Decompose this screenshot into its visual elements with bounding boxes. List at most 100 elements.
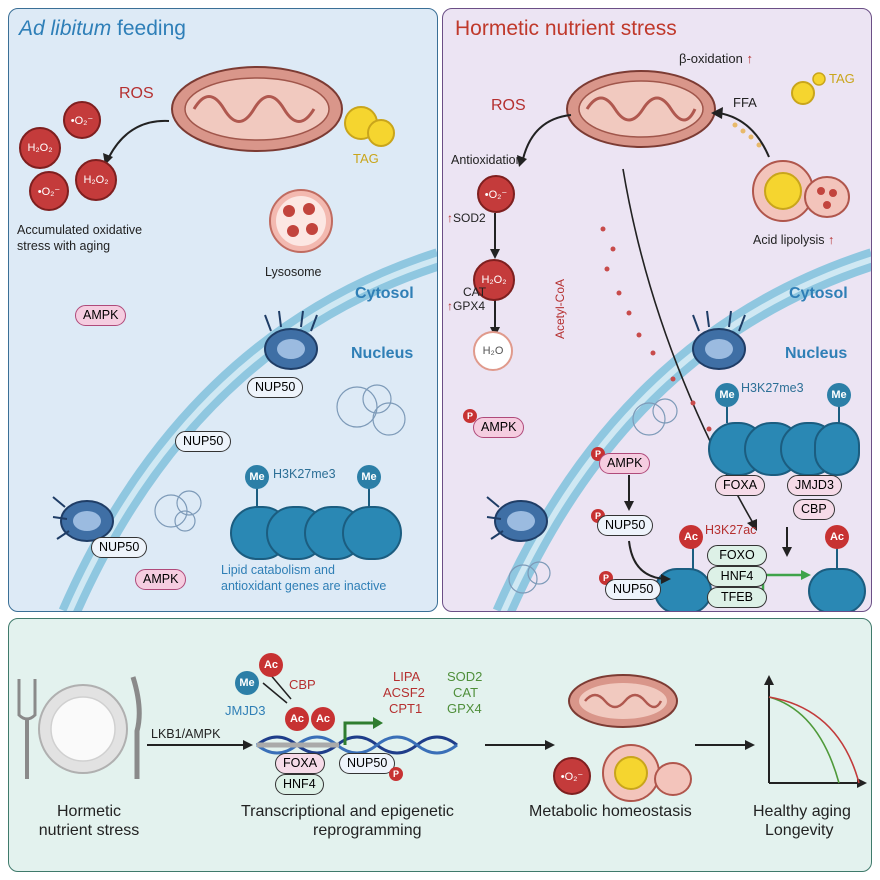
reprogramming-line1: Transcriptional and epigenetic [241,803,454,820]
acid-lipolysis-text: Acid lipolysis [753,233,825,247]
hnf4-pill: HNF4 [707,566,767,587]
lkb1-ampk-label: LKB1/AMPK [151,727,221,741]
inactive-genes-line2: antioxidant genes are inactive [221,579,387,593]
title-italic: Ad libitum [19,17,112,40]
cbp-pill: CBP [793,499,835,520]
oxidative-stress-line1: Accumulated oxidative [17,223,143,237]
jmjd3-pill: JMJD3 [787,475,842,496]
ros-label: ROS [119,85,154,102]
hormetic-nutrient-stress-line1: Hormetic [56,803,121,820]
cytosol-label: Cytosol [789,285,848,302]
gene-cat: CAT [453,685,479,700]
ampk-pill: AMPK [135,569,187,590]
nuclear-pore-top [692,310,746,370]
beta-oxidation-label: β-oxidation ↑ [679,51,753,66]
hydrogen-peroxide-bubble: H₂O₂ [75,159,117,201]
nuclear-pore-bottom [486,496,548,542]
acetyl-mark: Ac [679,525,703,549]
chromatin [154,384,406,532]
gpx4-label: ↑GPX4 [447,299,485,313]
methyl-mark: Me [715,383,739,407]
nup50-pill: NUP50 [597,515,654,536]
acid-lipolysis-label: Acid lipolysis ↑ [753,233,834,247]
methyl-mark: Me [235,671,259,695]
left-panel-title: Ad libitum feeding [19,17,186,41]
h3k27me3-label: H3K27me3 [741,381,804,395]
oxidative-stress-line2: stress with aging [17,239,111,253]
tfeb-pill: TFEB [707,587,767,608]
nuclear-pore-top [264,310,318,370]
methyl-mark: Me [245,465,269,489]
cbp-label: CBP [289,677,316,692]
acetyl-mark: Ac [285,707,309,731]
ffa-label: FFA [733,95,757,110]
chromatin [508,398,678,594]
left-panel-artwork [52,66,437,611]
longevity-label: Longevity [765,822,834,839]
jmjd3-label: JMJD3 [225,703,266,718]
acetyl-mark: Ac [311,707,335,731]
sod2-label: ↑SOD2 [447,211,486,225]
superoxide-bubble: •O₂⁻ [553,757,591,795]
nup50-pill: NUP50 [175,431,232,452]
nucleosomes [230,506,402,560]
water-bubble: H₂O [473,331,513,371]
hydrogen-peroxide-bubble: H₂O₂ [473,259,515,301]
gpx4-text: GPX4 [453,299,486,313]
title-rest: feeding [111,17,186,40]
ad-libitum-panel: Ad libitum feeding ROS •O₂⁻ H₂O₂ •O₂⁻ H₂… [8,8,438,612]
sod2-text: SOD2 [453,211,486,225]
nup50-pill: NUP50 [91,537,148,558]
up-arrow-icon: ↑ [746,51,753,66]
cat-label: CAT [463,285,487,299]
superoxide-bubble: •O₂⁻ [29,171,69,211]
metabolic-homeostasis-label: Metabolic homeostasis [529,803,692,820]
nucleosomes-repressed [708,422,860,476]
summary-artwork [17,672,867,802]
ampk-pill: AMPK [599,453,651,474]
methyl-mark: Me [827,383,851,407]
foxo-pill: FOXO [707,545,767,566]
gene-lipa: LIPA [393,669,421,684]
methyl-mark: Me [357,465,381,489]
transcription-arrow [761,573,803,593]
up-arrow-icon: ↑ [828,233,835,247]
nuclear-pore-bottom [52,496,114,542]
ampk-pill: AMPK [473,417,525,438]
h3k27me3-label: H3K27me3 [273,467,336,481]
hormetic-nutrient-stress-line2: nutrient stress [38,822,140,839]
cytosol-label: Cytosol [355,285,414,302]
acetyl-mark: Ac [259,653,283,677]
right-panel-title: Hormetic nutrient stress [455,17,677,40]
ampk-pill: AMPK [75,305,127,326]
healthy-aging-label: Healthy aging [753,803,851,820]
acetyl-coa-label: Acetyl-CoA [553,278,567,339]
inactive-genes-line1: Lipid catabolism and [221,563,335,577]
gene-cpt1: CPT1 [389,701,423,716]
up-arrow-icon: ↑ [447,299,453,313]
superoxide-bubble: •O₂⁻ [63,101,101,139]
phospho-mark: P [389,767,403,781]
hnf4-pill: HNF4 [275,774,324,795]
phospho-mark: P [463,409,477,423]
ros-label: ROS [491,97,526,114]
up-arrow-icon: ↑ [447,211,453,225]
gene-gpx4: GPX4 [447,701,482,716]
acetyl-mark: Ac [825,525,849,549]
h3k27ac-label: H3K27ac [705,523,757,537]
tag-label: TAG [829,71,855,86]
beta-oxidation-text: β-oxidation [679,51,743,66]
nucleus-label: Nucleus [351,345,414,362]
tag-label: TAG [353,151,379,166]
foxa-pill: FOXA [275,753,326,774]
survival-curve-plot [764,675,867,788]
plate-icon [17,676,142,779]
summary-panel: LKB1/AMPK Me Ac CBP JMJD3 Ac Ac LIPA ACS… [8,618,872,872]
nup50-pill: NUP50 [339,753,396,774]
reprogramming-line2: reprogramming [313,822,422,839]
superoxide-bubble: •O₂⁻ [477,175,515,213]
foxa-pill: FOXA [715,475,766,496]
lysosome-shape [804,176,850,218]
hormetic-stress-panel: Hormetic nutrient stress β-oxidation ↑ T… [442,8,872,612]
hydrogen-peroxide-bubble: H₂O₂ [19,127,61,169]
